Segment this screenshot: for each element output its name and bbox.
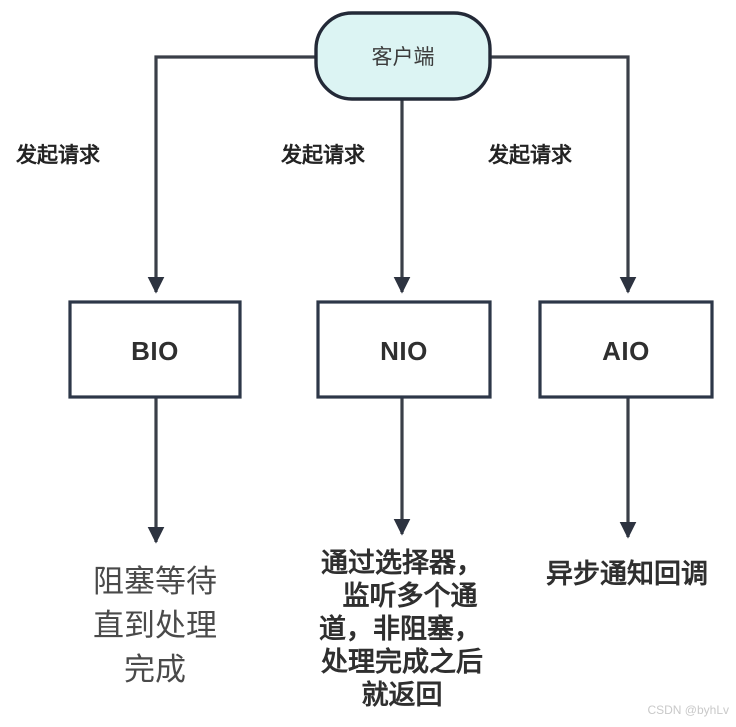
description-nio-line-3: 道，非阻塞， bbox=[319, 613, 481, 644]
description-aio: 异步通知回调 bbox=[546, 559, 708, 589]
description-nio-line-4: 处理完成之后 bbox=[320, 646, 483, 677]
node-aio-label: AIO bbox=[602, 336, 650, 366]
description-nio-line-2: 监听多个通 bbox=[343, 581, 478, 611]
edge-client-to-aio bbox=[490, 55, 637, 294]
edge-label-nio: 发起请求 bbox=[280, 143, 365, 167]
description-bio: 阻塞等待 直到处理 完成 bbox=[93, 564, 217, 687]
node-aio[interactable]: AIO bbox=[538, 300, 714, 399]
node-bio-shape bbox=[68, 300, 242, 399]
edge-path-client-bio bbox=[147, 55, 316, 294]
node-nio-shape bbox=[316, 300, 492, 399]
node-client-label: 客户端 bbox=[372, 46, 435, 69]
description-aio-line-1: 异步通知回调 bbox=[546, 559, 708, 589]
node-nio[interactable]: NIO bbox=[316, 300, 492, 399]
description-nio: 通过选择器， 监听多个通 道，非阻塞， 处理完成之后 就返回 bbox=[319, 548, 483, 710]
node-bio[interactable]: BIO bbox=[68, 300, 242, 399]
watermark-label: CSDN @byhLv bbox=[647, 703, 729, 717]
node-client[interactable]: 客户端 bbox=[314, 11, 492, 101]
node-bio-label: BIO bbox=[131, 336, 179, 366]
node-client-shape bbox=[314, 11, 492, 101]
node-nio-label: NIO bbox=[380, 336, 428, 366]
description-nio-line-1: 通过选择器， bbox=[321, 548, 483, 578]
description-bio-line-3: 完成 bbox=[124, 652, 186, 687]
edge-client-to-bio bbox=[147, 55, 316, 294]
edge-path-client-aio bbox=[490, 55, 637, 294]
description-nio-line-5: 就返回 bbox=[362, 680, 443, 710]
description-bio-line-2: 直到处理 bbox=[93, 608, 217, 643]
node-aio-shape bbox=[538, 300, 714, 399]
edge-label-aio: 发起请求 bbox=[487, 143, 572, 167]
edge-label-bio: 发起请求 bbox=[15, 143, 100, 167]
description-bio-line-1: 阻塞等待 bbox=[93, 564, 217, 599]
